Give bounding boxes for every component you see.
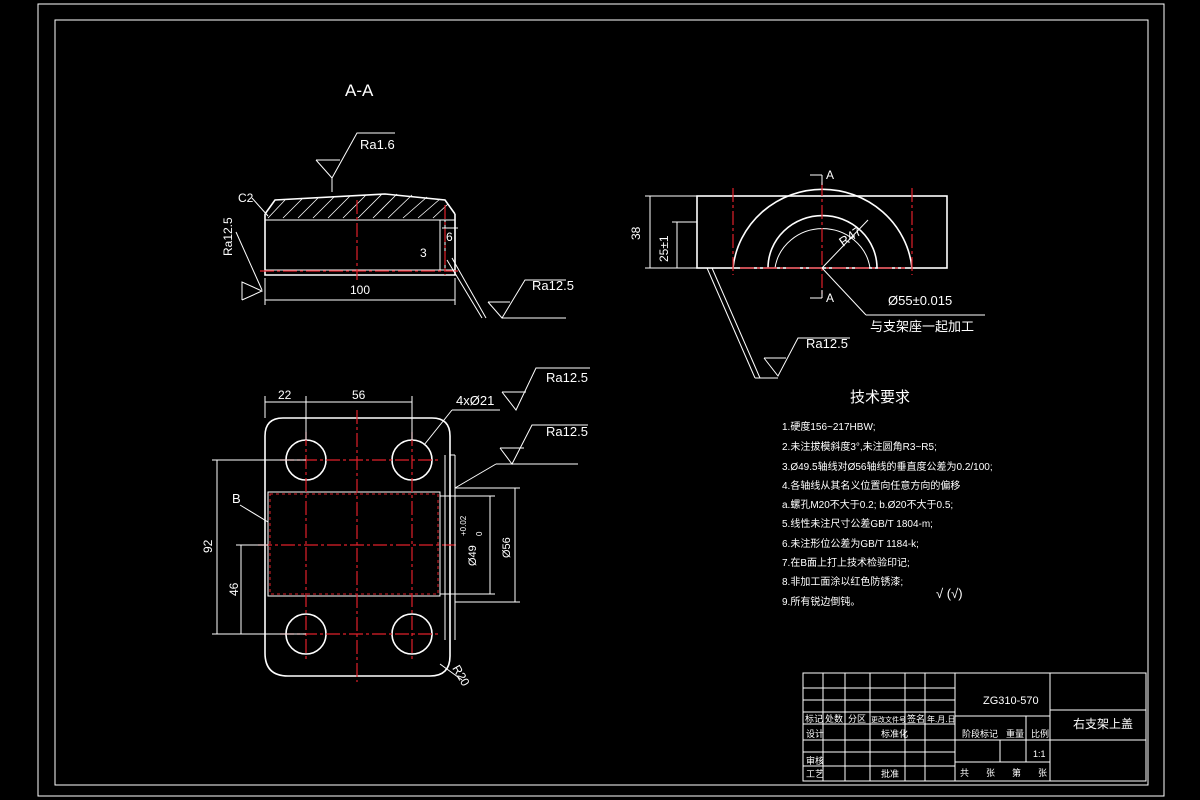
ra125-right-label: Ra12.5 bbox=[532, 278, 574, 293]
bore-note: 与支架座一起加工 bbox=[870, 319, 974, 334]
dim-92: 92 bbox=[201, 539, 215, 553]
tech-title: 技术要求 bbox=[850, 389, 910, 406]
tb-col-mark: 标记 bbox=[805, 713, 823, 724]
ra125-plan2-label: Ra12.5 bbox=[546, 424, 588, 439]
bore-label: Ø55±0.015 bbox=[888, 293, 952, 308]
tb-standard: 标准化 bbox=[881, 728, 908, 739]
tech-item-9: 8.非加工面涂以红色防锈漆; bbox=[782, 575, 903, 588]
tech-item-8: 7.在B面上打上技术检验印记; bbox=[782, 556, 910, 569]
tb-scale-label: 比例 bbox=[1031, 728, 1049, 739]
tech-item-6: 5.线性未注尺寸公差GB/T 1804-m; bbox=[782, 517, 933, 530]
r20-label: R20 bbox=[449, 663, 472, 689]
holes-label: 4xØ21 bbox=[456, 393, 494, 408]
tb-drawing-no: ZG310-570 bbox=[983, 695, 1039, 707]
dim-25: 25±1 bbox=[657, 235, 671, 262]
tech-item-2: 2.未注拔模斜度3°,未注圆角R3~R5; bbox=[782, 440, 937, 453]
c2-label: C2 bbox=[238, 191, 254, 205]
dim-46: 46 bbox=[227, 582, 241, 596]
tech-item-7: 6.未注形位公差为GB/T 1184-k; bbox=[782, 537, 919, 550]
tb-design: 设计 bbox=[806, 728, 824, 739]
dim-100: 100 bbox=[350, 283, 370, 297]
ra125-side-label: Ra12.5 bbox=[806, 336, 848, 351]
tech-item-1: 1.硬度156~217HBW; bbox=[782, 420, 875, 433]
dim-6: 6 bbox=[446, 230, 453, 244]
dim-56v: Ø56 bbox=[501, 537, 513, 558]
tech-item-3: 3.Ø49.5轴线对Ø56轴线的垂直度公差为0.2/100; bbox=[782, 460, 993, 473]
tb-col-sign: 签名 bbox=[907, 713, 925, 724]
title-block: ZG310-570 右支架上盖 标记 处数 分区 更改文件号 签名 年.月.日 … bbox=[802, 672, 1147, 782]
section-mark-bottom: A bbox=[826, 291, 834, 305]
tech-item-4: 4.各轴线从其名义位置向任意方向的偏移 bbox=[782, 479, 960, 492]
ra16-label: Ra1.6 bbox=[360, 137, 395, 152]
tb-sheet-no: 第 bbox=[1012, 767, 1021, 778]
ref-b: B bbox=[232, 491, 241, 506]
tb-col-date: 年.月.日 bbox=[927, 714, 955, 724]
tb-col-doc: 更改文件号 bbox=[871, 715, 906, 724]
roughness-other: √ (√) bbox=[936, 586, 963, 601]
dim-56: 56 bbox=[352, 388, 366, 402]
plan-view: 22 56 4xØ21 Ra12.5 Ra12.5 92 46 B Ø49 +0… bbox=[201, 367, 590, 689]
tech-item-10: 9.所有锐边倒钝。 bbox=[782, 595, 860, 608]
outer-frame bbox=[37, 3, 1165, 797]
section-mark-top: A bbox=[826, 168, 834, 182]
dim-38: 38 bbox=[629, 226, 643, 240]
section-view: 100 3 6 Ra1.6 C2 Ra12.5 Ra12.5 bbox=[221, 132, 574, 319]
tol-upper: +0.02 bbox=[459, 515, 468, 536]
dim-3: 3 bbox=[420, 246, 427, 260]
tb-check: 审核 bbox=[806, 755, 824, 766]
inner-frame bbox=[54, 19, 1149, 786]
tb-col-zone: 分区 bbox=[848, 714, 866, 724]
ra125-left-label: Ra12.5 bbox=[221, 217, 235, 256]
tb-sheets: 共 bbox=[960, 768, 969, 778]
tb-sheet-of: 张 bbox=[986, 768, 995, 778]
tb-part-name: 右支架上盖 bbox=[1073, 716, 1133, 731]
ra125-plan1-label: Ra12.5 bbox=[546, 370, 588, 385]
tb-scale: 1:1 bbox=[1033, 749, 1046, 759]
tb-approve: 批准 bbox=[881, 768, 899, 779]
tb-process: 工艺 bbox=[806, 769, 824, 779]
dim-22: 22 bbox=[278, 388, 292, 402]
tech-requirements: 技术要求 1.硬度156~217HBW; 2.未注拔模斜度3°,未注圆角R3~R… bbox=[782, 389, 993, 608]
tb-stage: 阶段标记 bbox=[962, 728, 998, 739]
tol-lower: 0 bbox=[475, 531, 484, 536]
side-view: R47 A A 38 25±1 Ø55±0.015 与支架座一起加工 Ra12.… bbox=[629, 168, 985, 379]
tb-col-count: 处数 bbox=[825, 713, 843, 724]
section-title: A-A bbox=[345, 81, 374, 100]
tb-sheet-suffix: 张 bbox=[1038, 768, 1047, 778]
tech-item-5: a.螺孔M20不大于0.2; b.Ø20不大于0.5; bbox=[782, 498, 953, 511]
tb-weight: 重量 bbox=[1006, 728, 1024, 739]
dim-49: Ø49 bbox=[467, 545, 479, 566]
